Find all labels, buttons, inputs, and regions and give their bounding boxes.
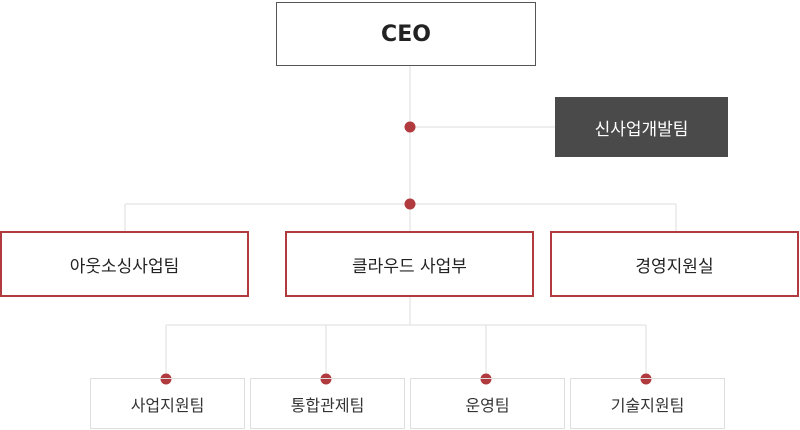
dept-junction-dot <box>404 198 416 210</box>
staff-label: 신사업개발팀 <box>594 119 689 140</box>
team-label: 사업지원팀 <box>130 395 205 415</box>
team-label: 통합관제팀 <box>290 395 365 415</box>
team-dot-3 <box>480 373 492 385</box>
dept-label: 클라우드 사업부 <box>352 256 467 277</box>
dept-label: 아웃소싱사업팀 <box>69 256 180 277</box>
ceo-node: CEO <box>276 2 536 66</box>
business-support-team-node: 사업지원팀 <box>90 378 245 429</box>
team-label: 기술지원팀 <box>610 395 685 415</box>
integrated-control-team-node: 통합관제팀 <box>250 378 405 429</box>
new-business-team-node: 신사업개발팀 <box>555 97 728 157</box>
team-dot-1 <box>160 373 172 385</box>
dept-label: 경영지원실 <box>635 256 714 277</box>
team-dot-4 <box>640 373 652 385</box>
team-dot-2 <box>320 373 332 385</box>
operations-team-node: 운영팀 <box>410 378 565 429</box>
management-support-node: 경영지원실 <box>550 231 799 297</box>
staff-junction-dot <box>404 121 416 133</box>
team-label: 운영팀 <box>465 395 510 415</box>
cloud-division-node: 클라우드 사업부 <box>285 231 534 297</box>
technical-support-team-node: 기술지원팀 <box>570 378 725 429</box>
ceo-label: CEO <box>381 21 431 47</box>
outsourcing-team-node: 아웃소싱사업팀 <box>0 231 249 297</box>
